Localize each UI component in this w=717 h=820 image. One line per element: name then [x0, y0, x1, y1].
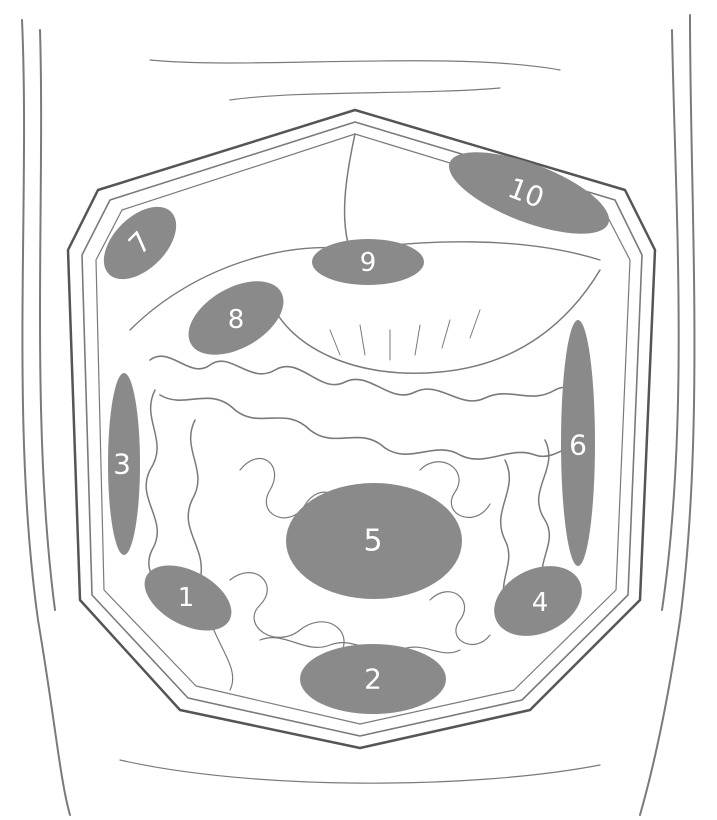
- upper-skin-fold-2: [230, 88, 500, 100]
- lower-skin-fold: [120, 760, 600, 783]
- sigmoid-sketch: [210, 620, 233, 690]
- region-3-label: 3: [113, 448, 131, 481]
- torso-right-inner-line: [662, 30, 679, 610]
- upper-skin-fold: [150, 60, 560, 70]
- torso-left-flank: [22, 20, 70, 815]
- region-6-label: 6: [569, 429, 587, 462]
- region-3[interactable]: 3: [108, 373, 140, 555]
- region-9-label: 9: [360, 248, 377, 278]
- region-8-label: 8: [228, 305, 245, 335]
- region-5-label: 5: [363, 524, 382, 559]
- region-5[interactable]: 5: [286, 483, 462, 599]
- region-8[interactable]: 8: [176, 266, 296, 370]
- torso-left-inner-line: [40, 30, 55, 610]
- falciform-ligament: [345, 134, 355, 250]
- stomach-vessels: [330, 310, 480, 360]
- region-4-label: 4: [532, 588, 549, 618]
- region-6[interactable]: 6: [561, 320, 595, 566]
- region-2[interactable]: 2: [300, 644, 446, 714]
- region-2-label: 2: [364, 663, 382, 696]
- ascending-colon-inner: [188, 420, 201, 580]
- region-1-label: 1: [178, 583, 195, 613]
- region-4[interactable]: 4: [483, 553, 593, 650]
- region-9[interactable]: 9: [312, 239, 424, 285]
- transverse-colon-upper: [150, 356, 590, 401]
- small-bowel-loop-4: [430, 592, 490, 645]
- region-markers: 1 2 3 4 5 6 7: [91, 135, 619, 714]
- transverse-colon-lower: [160, 395, 585, 459]
- stomach-outline: [270, 270, 600, 373]
- region-1[interactable]: 1: [134, 552, 242, 644]
